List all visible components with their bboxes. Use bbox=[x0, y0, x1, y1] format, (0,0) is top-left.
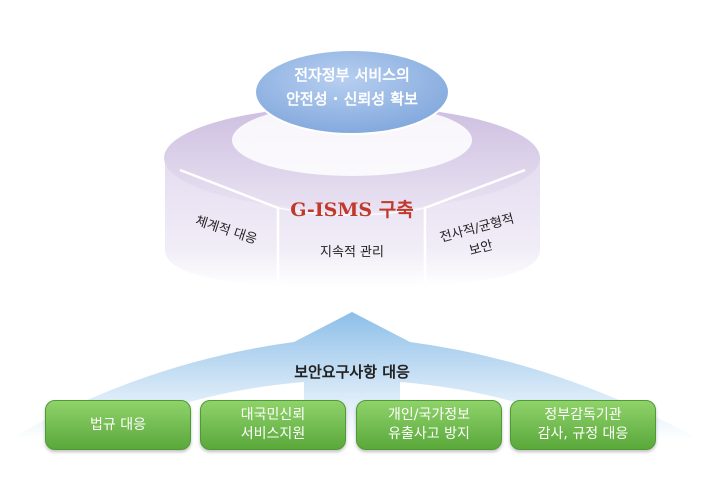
upward-arrow bbox=[8, 312, 700, 440]
segment-right-label-2: 보안 bbox=[468, 238, 495, 259]
arrow-label: 보안요구사항 대응 bbox=[294, 363, 410, 381]
segment-divider-top bbox=[277, 207, 426, 216]
requirement-box-3: 개인/국가정보 유출사고 방지 bbox=[356, 400, 502, 450]
center-title: G-ISMS 구축 bbox=[290, 199, 413, 221]
goal-line-2: 안전성 · 신뢰성 확보 bbox=[286, 90, 418, 108]
requirement-box-4: 정부감독기관 감사, 규정 대응 bbox=[510, 400, 656, 450]
goal-line-1: 전자정부 서비스의 bbox=[294, 66, 410, 84]
segment-middle-label: 지속적 관리 bbox=[320, 245, 384, 260]
requirement-box-2: 대국민신뢰 서비스지원 bbox=[200, 400, 346, 450]
goal-ellipse bbox=[254, 49, 450, 135]
requirement-box-1: 법규 대응 bbox=[45, 400, 191, 450]
